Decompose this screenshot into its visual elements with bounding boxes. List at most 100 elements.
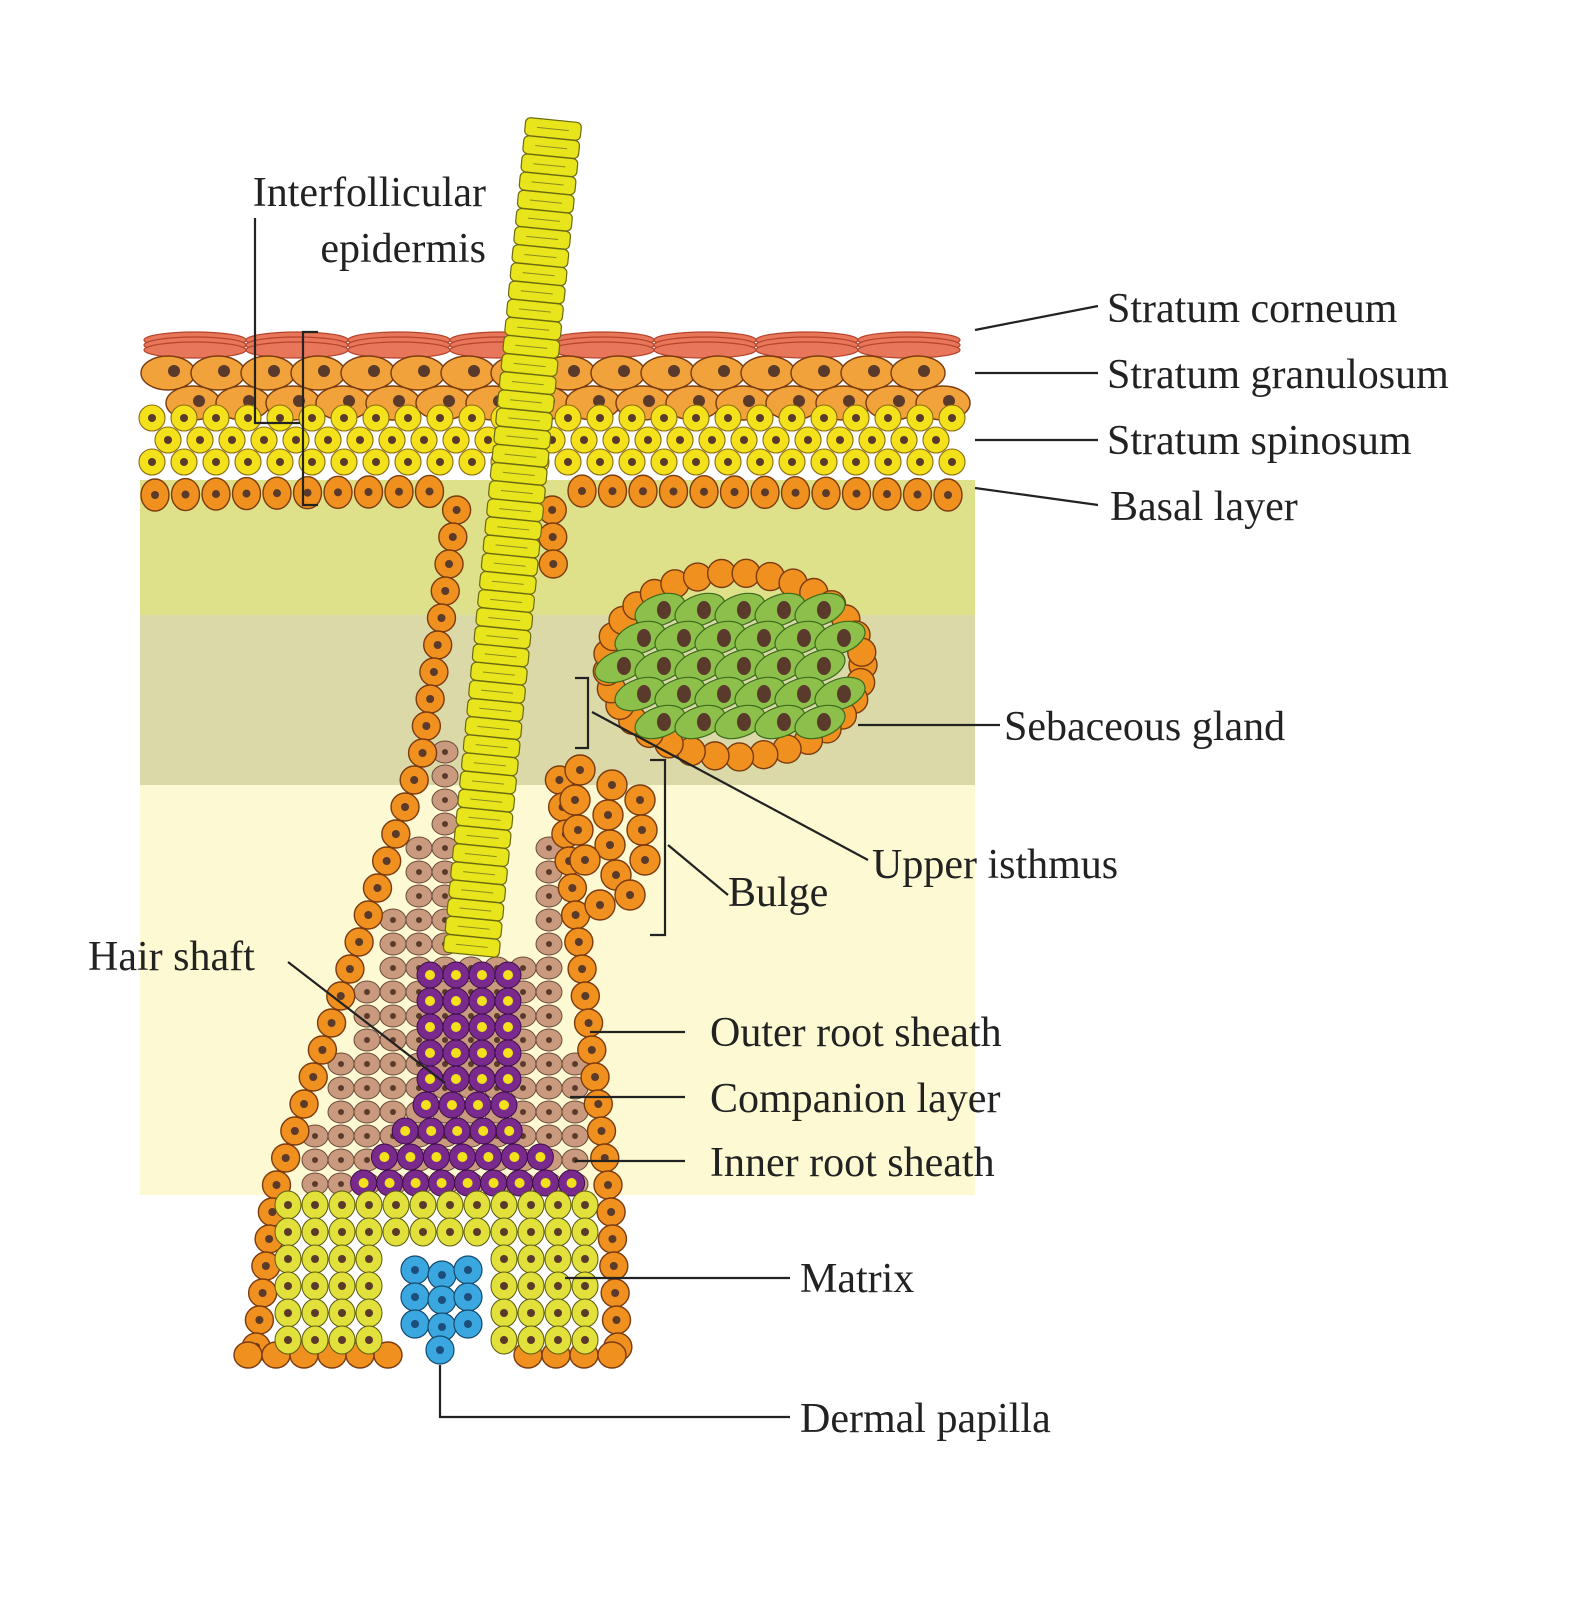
shaft-cell-line <box>459 907 492 912</box>
irs-center <box>426 1126 437 1136</box>
sebaceous-rim-cell <box>706 558 737 589</box>
companion-nucleus <box>338 1133 344 1139</box>
spinosum-nucleus <box>324 436 332 444</box>
irs-center <box>425 1074 435 1084</box>
basal-nucleus <box>364 488 373 497</box>
companion-nucleus <box>390 1013 396 1019</box>
basal-nucleus <box>944 491 952 499</box>
companion-nucleus <box>546 1133 552 1139</box>
outer-root-sheath-cells <box>233 495 633 1369</box>
companion-nucleus <box>572 1085 578 1091</box>
shaft-cell-line <box>482 671 515 676</box>
companion-nucleus <box>364 1085 370 1091</box>
spinosum-nucleus <box>692 458 700 466</box>
spinosum-nucleus <box>932 436 940 444</box>
companion-nucleus <box>364 1133 370 1139</box>
sebaceous-nucleus <box>657 601 671 619</box>
ors-nucleus <box>568 884 577 892</box>
shaft-cell-line <box>473 762 506 767</box>
matrix-nucleus <box>500 1282 508 1290</box>
matrix-nucleus <box>365 1255 373 1263</box>
shaft-cell-line <box>533 163 566 168</box>
ors-nucleus <box>391 830 400 838</box>
companion-nucleus <box>338 1157 344 1163</box>
granulosum-nucleus <box>943 395 955 407</box>
granulosum-nucleus <box>718 365 730 377</box>
granulosum-nucleus <box>168 365 180 377</box>
matrix-nucleus <box>500 1255 508 1263</box>
stratum-corneum-cells <box>143 331 961 359</box>
basal-nucleus <box>639 487 647 496</box>
companion-nucleus <box>572 1061 578 1067</box>
sebaceous-nucleus <box>657 657 671 675</box>
matrix-nucleus <box>338 1255 346 1263</box>
basal-nucleus <box>334 488 342 497</box>
granulosum-nucleus <box>443 395 455 407</box>
spinosum-nucleus <box>836 436 844 444</box>
spinosum-nucleus <box>404 458 412 466</box>
ors-nucleus <box>452 506 461 514</box>
ors-nucleus <box>268 1208 277 1216</box>
spinosum-nucleus <box>292 436 300 444</box>
companion-nucleus <box>572 1133 578 1139</box>
spinosum-nucleus <box>612 436 620 444</box>
irs-center <box>421 1100 431 1110</box>
irs-center <box>447 1100 457 1110</box>
matrix-nucleus <box>284 1255 292 1263</box>
spinosum-nucleus <box>868 436 876 444</box>
irs-center <box>462 1178 473 1188</box>
companion-nucleus <box>364 1109 370 1115</box>
label-upper-isthmus: Upper isthmus <box>872 842 1118 888</box>
spinosum-nucleus <box>372 414 380 422</box>
spinosum-nucleus <box>340 458 348 466</box>
spinosum-nucleus <box>372 458 380 466</box>
shaft-cell-line <box>537 126 569 132</box>
irs-center <box>503 1074 513 1084</box>
companion-nucleus <box>390 989 396 995</box>
irs-center <box>410 1178 421 1188</box>
companion-nucleus <box>468 1037 474 1043</box>
companion-nucleus <box>364 1157 370 1163</box>
companion-nucleus <box>416 893 422 899</box>
shaft-cell-line <box>515 344 548 349</box>
matrix-nucleus <box>365 1309 373 1317</box>
matrix-nucleus <box>311 1201 319 1209</box>
spinosum-nucleus <box>660 414 668 422</box>
matrix-nucleus <box>554 1255 562 1263</box>
irs-center <box>477 1074 487 1084</box>
label-stratum-granulosum: Stratum granulosum <box>1107 352 1449 398</box>
spinosum-nucleus <box>196 436 204 444</box>
matrix-nucleus <box>365 1201 373 1209</box>
matrix-nucleus <box>284 1336 292 1344</box>
matrix-nucleus <box>581 1282 589 1290</box>
spinosum-nucleus <box>708 436 716 444</box>
shaft-cell-line <box>500 489 533 495</box>
granulosum-nucleus <box>868 365 880 377</box>
spinosum-nucleus <box>948 458 956 466</box>
sebaceous-nucleus <box>817 601 831 619</box>
matrix-nucleus <box>365 1336 373 1344</box>
shaft-cell-line <box>455 943 488 948</box>
companion-nucleus <box>390 941 396 947</box>
companion-nucleus <box>312 1157 318 1163</box>
spinosum-nucleus <box>660 458 668 466</box>
companion-nucleus <box>390 1061 396 1067</box>
granulosum-cell <box>440 355 496 391</box>
irs-center <box>503 970 513 980</box>
irs-center <box>451 970 461 980</box>
companion-nucleus <box>442 797 448 803</box>
matrix-nucleus <box>581 1309 589 1317</box>
label-sebaceous-gland: Sebaceous gland <box>1004 704 1285 750</box>
shaft-cell-line <box>535 145 568 150</box>
papilla-nucleus <box>438 1271 446 1279</box>
basal-nucleus <box>242 489 251 498</box>
matrix-nucleus <box>500 1228 508 1236</box>
companion-nucleus <box>442 893 448 899</box>
bulge-nucleus <box>608 781 616 789</box>
ors-nucleus <box>401 803 410 811</box>
ors-nucleus <box>433 641 442 649</box>
shaft-cell-line <box>472 780 505 785</box>
ors-nucleus <box>426 695 435 703</box>
stratum-spinosum-cells <box>138 404 966 476</box>
bulge-cells <box>559 754 661 921</box>
